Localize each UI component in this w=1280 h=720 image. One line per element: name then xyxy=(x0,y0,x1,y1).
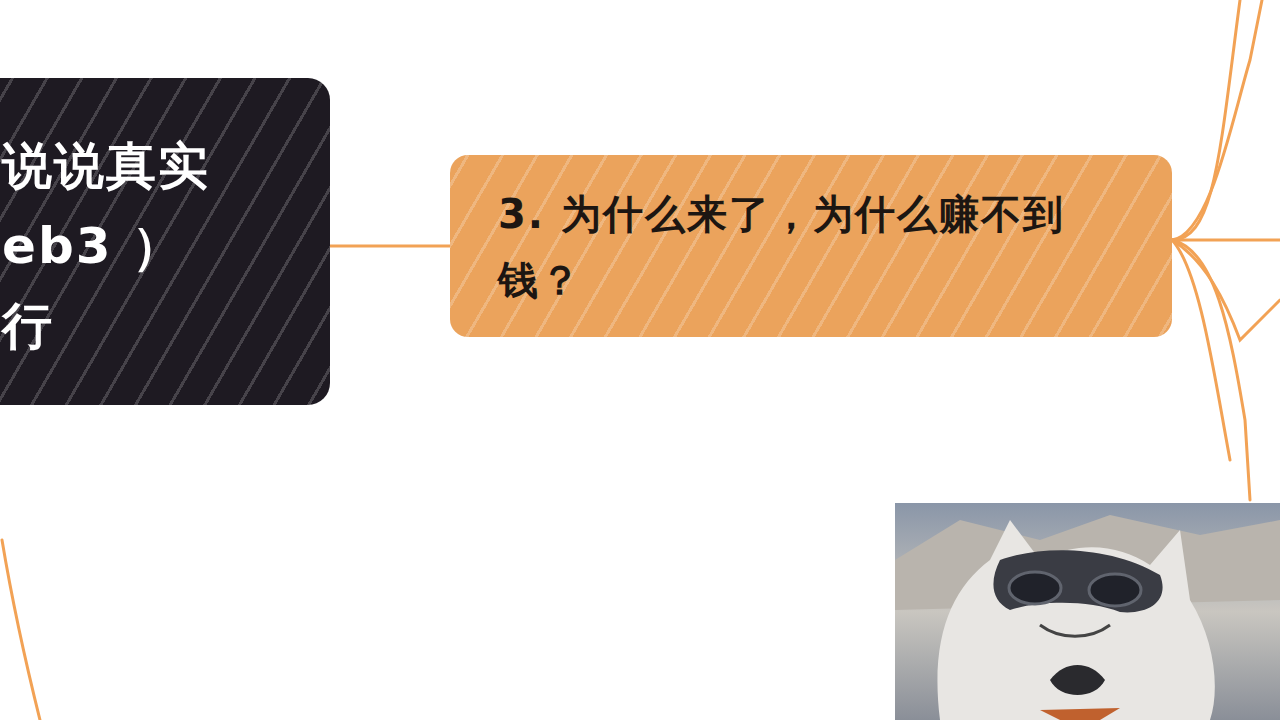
node-text: 说说真实 eb3 ）行 xyxy=(2,126,222,366)
node-text: 3. 为什么来了，为什么赚不到钱？ xyxy=(498,181,1128,313)
topic-box: 说说真实 eb3 ）行 xyxy=(0,78,330,405)
branch-box: 3. 为什么来了，为什么赚不到钱？ xyxy=(450,155,1172,337)
connector xyxy=(330,245,450,248)
